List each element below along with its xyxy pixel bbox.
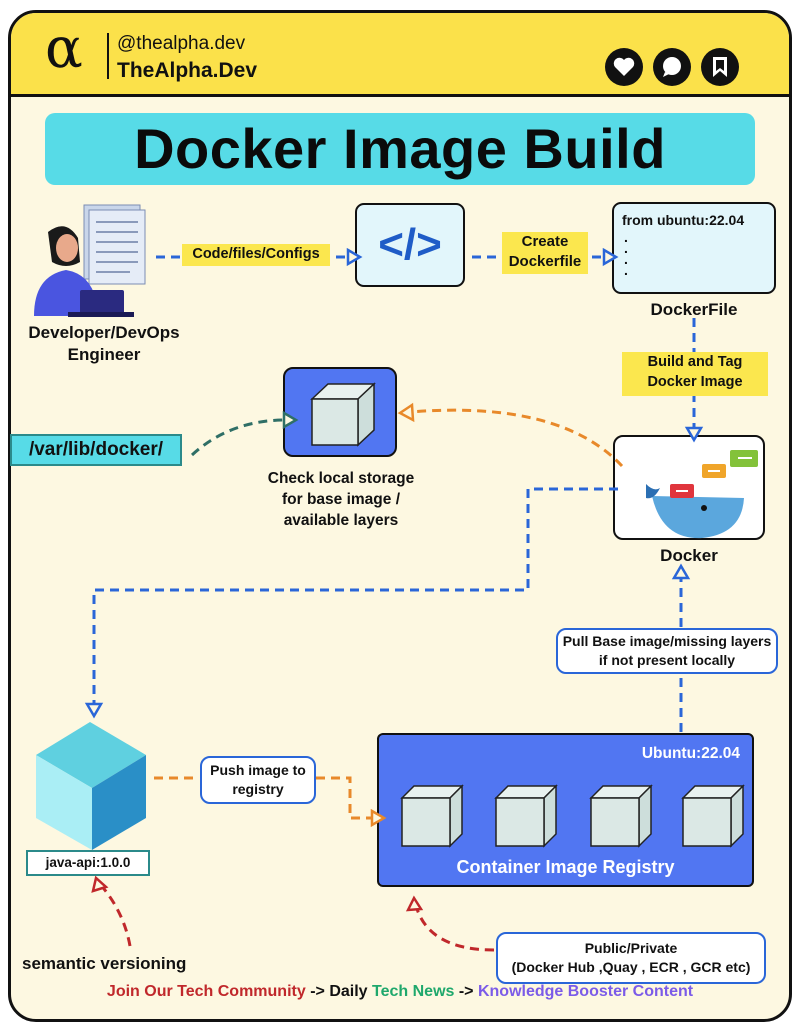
arrow-var-to-storage xyxy=(190,418,287,457)
edge-push-registry: Push image to registry xyxy=(200,756,316,804)
footer-daily: Daily xyxy=(329,983,368,1000)
arrow-public-to-registry xyxy=(413,901,495,952)
heart-icon[interactable] xyxy=(605,48,643,86)
var-lib-docker-path: /var/lib/docker/ xyxy=(10,434,182,466)
edge-public-private: Public/Private (Docker Hub ,Quay , ECR ,… xyxy=(496,932,766,984)
alpha-logo: α xyxy=(45,16,83,81)
arrow-docker-to-storage xyxy=(409,408,624,468)
docker-label: Docker xyxy=(660,546,718,565)
code-icon: </> xyxy=(378,220,442,269)
footer-community-link[interactable]: Join Our Tech Community xyxy=(106,983,306,1000)
handle-text: @thealpha.dev xyxy=(117,33,246,54)
header-divider xyxy=(107,33,109,79)
edge-build-tag: Build and Tag Docker Image xyxy=(622,352,768,396)
developer-person-icon xyxy=(34,226,134,317)
footer-knowledge[interactable]: Knowledge Booster Content xyxy=(477,983,694,1000)
dockerfile-code: from ubuntu:22.04 xyxy=(622,212,745,228)
footer-arrow: -> xyxy=(454,983,478,1000)
title-banner: Docker Image Build xyxy=(45,113,755,185)
footer-tech-news[interactable]: Tech News xyxy=(367,983,455,1000)
registry-tag: Ubuntu:22.04 xyxy=(641,745,740,762)
edge-create-dockerfile: Create Dockerfile xyxy=(502,232,588,274)
article-document-icon xyxy=(83,204,146,285)
image-cube-icon xyxy=(36,722,146,850)
arrow-image-to-registry xyxy=(154,776,374,820)
code-files-box: </> xyxy=(355,203,465,287)
dockerfile-box: from ubuntu:22.04 .... xyxy=(612,202,776,294)
edge-code-files: Code/files/Configs xyxy=(182,244,330,266)
arrow-semantic-to-tag xyxy=(98,883,132,947)
registry-layer-cubes xyxy=(400,784,745,848)
java-api-tag: java-api:1.0.0 xyxy=(26,850,150,876)
semantic-versioning-label: semantic versioning xyxy=(22,954,187,973)
footer-arrow: -> xyxy=(305,983,330,1000)
registry-examples: (Docker Hub ,Quay , ECR , GCR etc) xyxy=(511,959,751,975)
developer-label: Developer/DevOps Engineer xyxy=(28,323,180,364)
storage-cube-icon xyxy=(310,382,376,447)
footer-tagline: Join Our Tech Community -> Daily Tech Ne… xyxy=(0,983,800,1001)
registry-title: Container Image Registry xyxy=(456,857,675,877)
dockerfile-label: DockerFile xyxy=(650,300,738,319)
arrow-docker-to-image xyxy=(92,487,618,708)
bookmark-icon[interactable] xyxy=(701,48,739,86)
comment-icon[interactable] xyxy=(653,48,691,86)
brand-name: TheAlpha.Dev xyxy=(117,59,258,82)
docker-whale-icon xyxy=(646,450,758,539)
storage-label: Check local storage for base image / ava… xyxy=(267,470,415,529)
page-title: Docker Image Build xyxy=(134,117,666,180)
public-private-label: Public/Private xyxy=(584,940,678,956)
header-bar: α @thealpha.dev TheAlpha.Dev xyxy=(11,13,789,97)
edge-pull-base: Pull Base image/missing layers if not pr… xyxy=(556,628,778,674)
